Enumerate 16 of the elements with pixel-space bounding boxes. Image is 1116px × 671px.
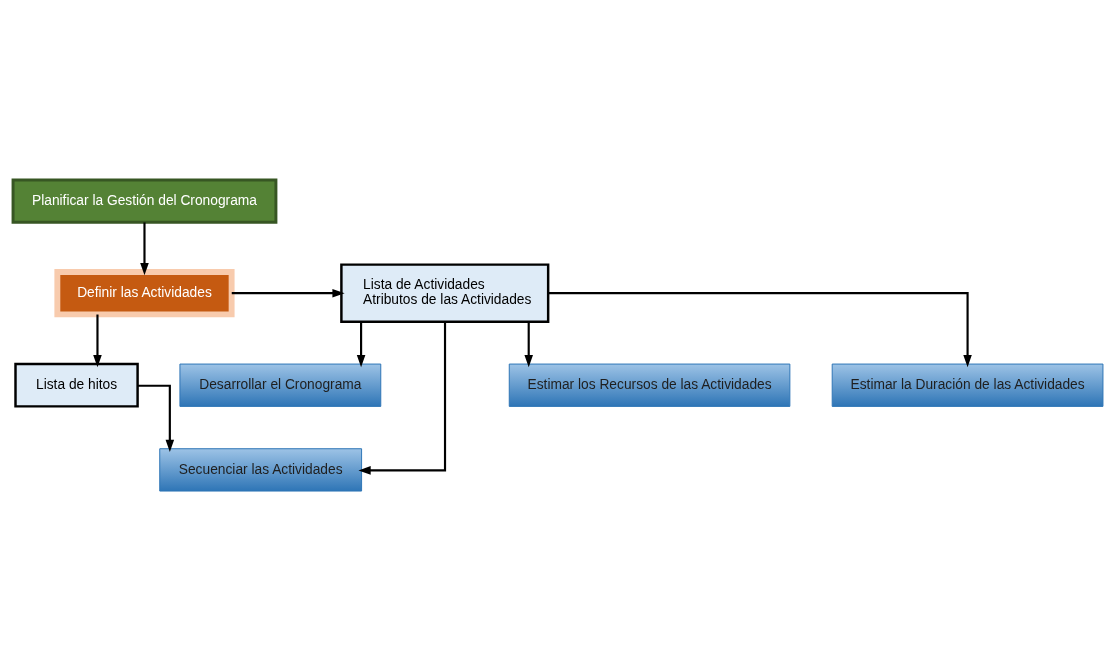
node-box: Estimar la Duración de las Actividades	[831, 363, 1104, 407]
arrow	[524, 321, 533, 368]
arrow	[140, 222, 149, 276]
arrow	[93, 314, 102, 368]
arrow	[356, 321, 366, 368]
node-box: Lista de Actividades Atributos de las Actividades	[340, 263, 550, 323]
node-box: Secuenciar las Actividades	[159, 448, 363, 492]
node-box: Lista de hitos	[14, 362, 139, 408]
arrow	[231, 288, 345, 298]
arrow	[358, 322, 447, 475]
arrow	[137, 384, 175, 452]
node-box: Estimar los Recursos de las Actividades	[508, 363, 791, 407]
arrow	[548, 292, 972, 368]
node-box: Definir las Actividades	[54, 269, 235, 318]
node-box: Desarrollar el Cronograma	[179, 363, 382, 407]
node-box: Planificar la Gestión del Cronograma	[11, 178, 278, 224]
